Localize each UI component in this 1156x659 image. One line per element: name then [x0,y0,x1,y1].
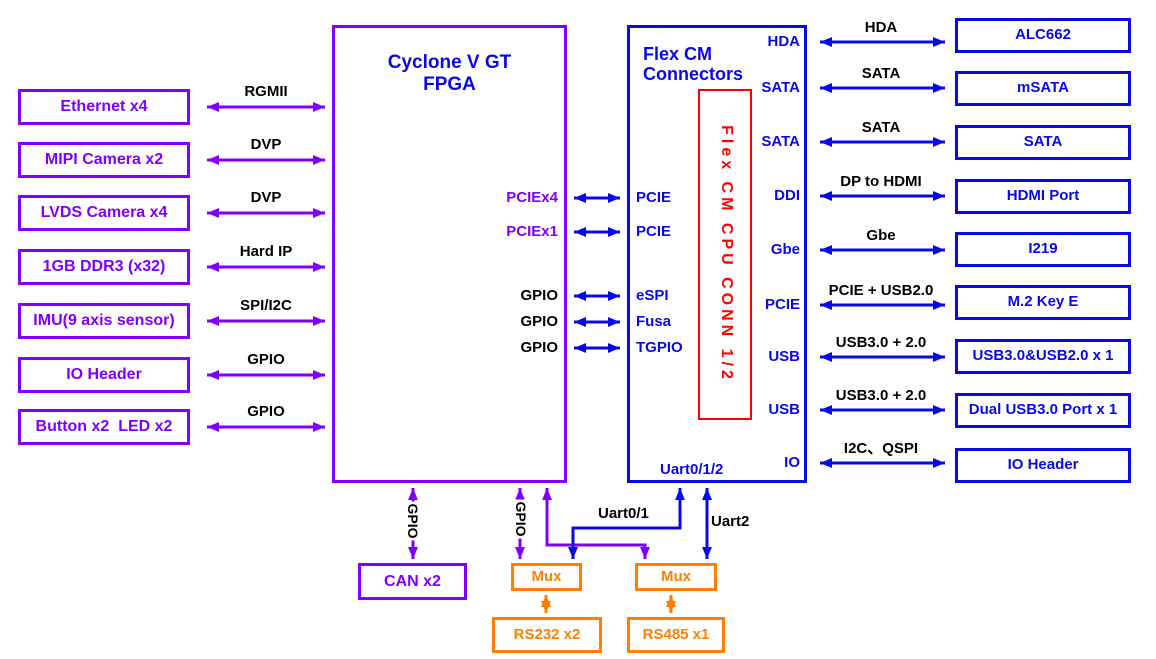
m2-key-e-label: M.2 Key E [1007,293,1079,311]
gpio-bus-label-ioheader: GPIO [247,351,285,368]
dvp-bus-label-1: DVP [250,136,282,153]
sata-bus-label-2: SATA [861,119,901,136]
rs232-label: RS232 x2 [513,625,581,643]
uart01-label: Uart0/1 [598,505,649,522]
fpga-port-gpio-3: GPIO [520,339,558,356]
uart012-label: Uart0/1/2 [660,461,724,478]
flexcm-title-line1: Flex CM [643,44,713,64]
fpga-title: Cyclone V GT FPGA [387,52,512,95]
flexcm-port-usb-1: USB [768,348,800,365]
uart2-label: Uart2 [711,513,750,530]
usb3-usb2-label: USB3.0&USB2.0 x 1 [972,347,1114,365]
fpga-port-gpio-1: GPIO [520,287,558,304]
sata-bus-label-1: SATA [861,65,901,82]
alc662-box: ALC662 [955,18,1131,53]
ethernet-label: Ethernet x4 [60,98,148,116]
usb3-usb2-box: USB3.0&USB2.0 x 1 [955,339,1131,374]
hardip-bus-label: Hard IP [239,243,293,260]
cpu-conn-box [698,89,752,420]
ddr3-label: 1GB DDR3 (x32) [42,258,166,276]
flexcm-port-sata-2: SATA [761,133,800,150]
flexcm-port-hda: HDA [767,33,801,50]
io-header-right-box: IO Header [955,448,1131,483]
fpga-mux2-elbow-arrow [542,488,650,559]
lvds-camera-label: LVDS Camera x4 [40,204,168,222]
lvds-camera-box: LVDS Camera x4 [18,195,190,231]
flexcm-port-io: IO [784,454,800,471]
flexcm-port-ddi: DDI [774,187,800,204]
dual-usb3-box: Dual USB3.0 Port x 1 [955,393,1131,428]
hdmi-port-label: HDMI Port [1006,187,1080,205]
can-box: CAN x2 [358,563,467,600]
dvp-bus-label-2: DVP [250,189,282,206]
can-label: CAN x2 [384,572,441,590]
gpio-bus-label-button: GPIO [247,403,285,420]
i2c-qspi-bus-label: I2C、QSPI [843,440,919,457]
io-header-left-box: IO Header [18,357,190,393]
flexcm-port-pcie-2: PCIE [636,223,672,240]
io-header-left-label: IO Header [66,366,142,384]
imu-label: IMU(9 axis sensor) [33,312,175,330]
fpga-port-pciex1: PCIEx1 [506,223,558,240]
button-led-box: Button x2 LED x2 [18,409,190,445]
i219-box: I219 [955,232,1131,267]
gbe-bus-label: Gbe [866,227,896,244]
flexcm-port-sata-1: SATA [761,79,800,96]
mipi-camera-box: MIPI Camera x2 [18,142,190,178]
mux1-box: Mux [511,563,582,591]
msata-box: mSATA [955,71,1131,106]
spi-i2c-bus-label: SPI/I2C [240,297,292,314]
msata-label: mSATA [1017,79,1069,97]
flexcm-port-pcie-right: PCIE [764,296,800,313]
dp-hdmi-bus-label: DP to HDMI [840,173,922,190]
pcie-usb2-bus-label: PCIE + USB2.0 [828,282,934,299]
flexcm-port-usb-2: USB [768,401,800,418]
m2-key-e-box: M.2 Key E [955,285,1131,320]
mux1-label: Mux [531,567,562,585]
rgmii-bus-label: RGMII [244,83,288,100]
flexcm-port-pcie-1: PCIE [636,189,672,206]
mipi-camera-label: MIPI Camera x2 [44,151,164,169]
alc662-label: ALC662 [1015,26,1071,44]
rs232-box: RS232 x2 [492,617,602,653]
i219-label: I219 [1028,240,1058,258]
mux2-box: Mux [635,563,717,591]
sata-box: SATA [955,125,1131,160]
flexcm-title-line2: Connectors [643,64,744,84]
button-led-label: Button x2 LED x2 [35,418,173,436]
uart01-elbow-arrow [568,488,685,559]
rs485-label: RS485 x1 [642,625,710,643]
fpga-box [332,25,567,483]
ethernet-box: Ethernet x4 [18,89,190,125]
flexcm-box [627,25,807,483]
dual-usb3-label: Dual USB3.0 Port x 1 [968,401,1118,419]
sata-label: SATA [1023,133,1063,151]
usb30-bus-label-1: USB3.0 + 2.0 [835,334,927,351]
rs485-box: RS485 x1 [627,617,725,653]
imu-box: IMU(9 axis sensor) [18,303,190,339]
gpio-vertical-label-2: GPIO [513,499,529,539]
flexcm-port-tgpio: TGPIO [636,339,683,356]
ddr3-box: 1GB DDR3 (x32) [18,249,190,285]
flexcm-port-gbe: Gbe [770,241,800,258]
fpga-port-gpio-2: GPIO [520,313,558,330]
flexcm-port-espi: eSPI [636,287,669,304]
usb30-bus-label-2: USB3.0 + 2.0 [835,387,927,404]
hdmi-port-box: HDMI Port [955,179,1131,214]
gpio-vertical-label-1: GPIO [405,501,421,541]
hda-bus-label: HDA [864,19,898,36]
mux2-label: Mux [661,567,691,585]
io-header-right-label: IO Header [1007,456,1079,474]
flexcm-port-fusa: Fusa [636,313,672,330]
fpga-port-pciex4: PCIEx4 [506,189,558,206]
